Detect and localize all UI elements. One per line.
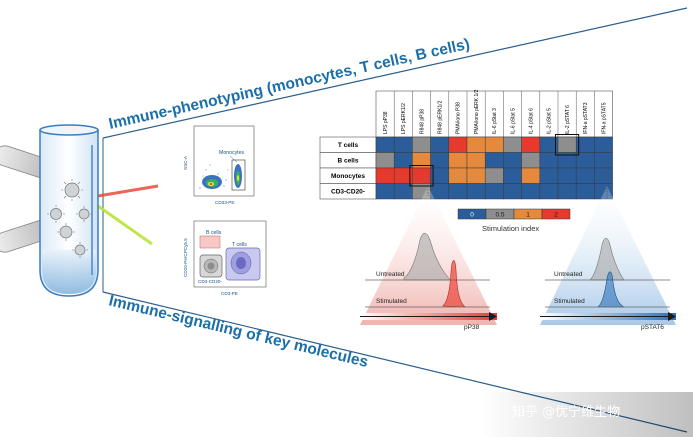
heatmap-column-label: LPS pP38 [383,111,389,134]
histogram-panel-pstat6 [540,158,676,325]
heatmap-cell [430,136,450,153]
flow-plot-monocytes [193,125,255,197]
heatmap-column-label: IL-6 pStat 5 [510,108,516,134]
heatmap-cell [375,136,395,153]
heatmap-column-label: IL-4 pStat 6 [529,108,535,134]
heatmap-row-label: B cells [338,158,359,165]
heatmap-cell [466,183,486,200]
heatmap-column-label: R848 pERK1/2 [438,100,444,134]
heatmap-highlight-pp38 [409,165,434,187]
heatmap-cell [503,152,522,169]
heatmap-cell [521,152,541,169]
heatmap-cell [503,183,522,200]
heatmap-column-label: IL-2 pStat 5 [547,108,553,134]
heatmap-cell [539,183,559,200]
heatmap-cell [466,167,486,184]
heatmap-cell [484,136,504,153]
legend-tick: 0 [470,211,474,218]
heatmap-column-label: R848 pP38 [419,109,425,134]
legend-tick: 0.5 [495,211,504,218]
heatmap-stimulation-index: LPS pP38 LPS pERK1/2 R848 pP38 R848 pERK1/2… [319,89,613,200]
histogram-panel-pp38 [360,186,497,325]
heatmap-cell [375,183,395,200]
heatmap-cell [466,136,486,153]
heatmap-highlight-pstat6 [555,134,580,156]
heatmap-cell [484,152,504,169]
title-immune-signalling: Immune-signalling of key molecules [107,292,370,371]
red-laser-out [97,184,159,198]
flow-top-y-axis-label: SSC-A [183,155,188,170]
heatmap-cell [503,136,522,153]
heatmap-row-label: CD3-CD20- [331,189,365,196]
heatmap-column-label: PMA/iono pERK 1/2 [474,89,480,134]
heatmap-cell [412,136,431,153]
heatmap-cell [521,136,541,153]
heatmap-header-box [375,90,613,138]
cell-icons [50,182,90,256]
flow-top-gate-label: Monocytes [219,150,244,156]
heatmap-column-label: IFN-a pSTAT3 [583,102,589,134]
heatmap-cell [594,136,613,153]
heatmap-cell [448,183,468,200]
flow-bottom-gate-neg: CD3-CD20- [198,279,222,284]
heatmap-cell [466,152,486,169]
legend-tick: 1 [526,211,530,218]
heatmap-row-label: T cells [338,142,359,149]
heatmap-row-label: Monocytes [331,173,365,180]
green-laser-out [97,204,153,246]
watermark-text: 知乎 @优宁维生物 [512,404,620,420]
flow-bottom-gate-b: B cells [206,230,222,236]
heatmap-column-label: IFN-a pSTAT5 [601,102,607,134]
heatmap-cell [448,167,468,184]
histogram-right-untreated: Untreated [554,271,583,278]
flow-bottom-y-axis-label: CD20-PerCPCy5.5 [183,238,188,277]
heatmap-cell [594,152,613,169]
flow-top-x-axis-label: CD33-PE [215,200,234,205]
legend-label: Stimulation index [482,224,539,233]
flow-bottom-gate-t: T cells [232,242,247,248]
heatmap-cell [503,167,522,184]
histogram-right-axis: pSTAT6 [641,324,664,331]
stimulation-index-legend: 0 0.5 1 2 [457,208,571,220]
legend-swatch [541,208,571,220]
test-tube [39,124,99,297]
heatmap-column-label: PMA/iono P38 [456,102,462,134]
perspective-line-top [102,7,688,139]
heatmap-cell [557,167,577,184]
histogram-left-axis: pP38 [464,324,480,331]
heatmap-cell [557,183,577,200]
heatmap-column-label: IL-2 pSTAT 6 [565,105,571,134]
heatmap-cell [448,152,468,169]
heatmap-column-label: LPS pERK1/2 [401,103,407,134]
heatmap-cell [412,167,431,184]
histogram-left-untreated: Untreated [376,271,405,278]
heatmap-cell [484,183,504,200]
heatmap-cell [448,136,468,153]
heatmap-cell [594,167,613,184]
heatmap-cell [557,136,577,153]
heatmap-cell [393,136,413,153]
heatmap-cell [484,167,504,184]
watermark-backdrop [480,392,693,437]
histogram-left-stimulated: Stimulated [376,298,407,305]
heatmap-cell [539,167,559,184]
cell-spikes [47,179,92,258]
flow-plot-lymphocytes [193,220,267,288]
flow-top-gate-pointer [229,155,238,163]
heatmap-cell [521,167,541,184]
flow-bottom-x-axis-label: CD3-PE [221,291,238,296]
heatmap-cell [575,167,595,184]
legend-tick: 2 [554,211,558,218]
histogram-right-stimulated: Stimulated [554,298,585,305]
heatmap-cell [521,183,541,200]
heatmap-cell [375,152,395,169]
heatmap-cell [375,167,395,184]
heatmap-cell [575,183,595,200]
heatmap-column-label: IL-6 pStat 3 [492,108,498,134]
